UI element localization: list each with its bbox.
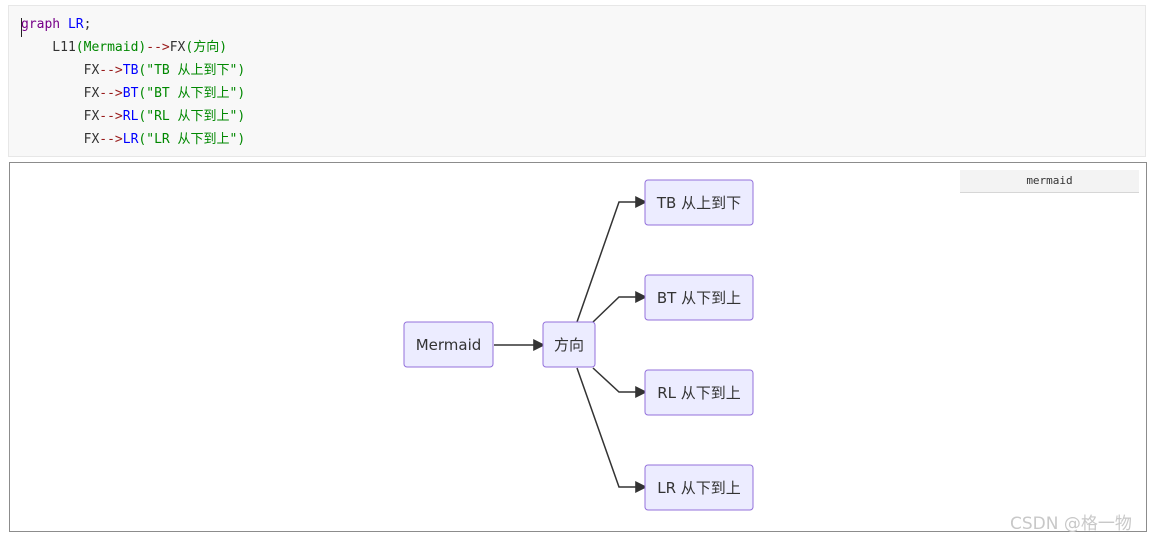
node-lr-label: LR 从下到上 [657,479,741,497]
code-token: BT [122,86,139,101]
code-token: FX [21,86,100,101]
code-token: ("BT 从下到上") [138,86,246,101]
csdn-watermark: CSDN @格一物 [1010,514,1132,534]
code-token: --> [99,132,123,147]
code-token: ("LR 从下到上") [138,132,246,147]
node-tb: TB 从上到下 [644,179,754,226]
code-token: LR [122,132,139,147]
node-fx-label: 方向 [554,336,584,354]
node-lr: LR 从下到上 [644,464,754,511]
code-line-3: FX-->TB("TB 从上到下") [21,60,246,82]
node-rl-label: RL 从下到上 [657,384,741,402]
node-bt-label: BT 从下到上 [657,289,741,307]
text-cursor [21,18,22,37]
code-token: FX [169,40,186,55]
mermaid-preview: mermaid Mermaid 方向 TB 从上到下 BT 从下到上 [9,162,1147,532]
code-line-4: FX-->BT("BT 从下到上") [21,83,246,105]
code-line-5: FX-->RL("RL 从下到上") [21,106,246,128]
node-fx: 方向 [542,321,596,368]
code-token: FX [21,63,100,78]
code-token: (Mermaid) [75,40,147,55]
code-token: (方向) [185,40,228,55]
code-line-1: graph LR; [21,14,91,36]
node-bt: BT 从下到上 [644,274,754,321]
code-token: --> [99,86,123,101]
code-token: ("TB 从上到下") [138,63,246,78]
flowchart-diagram: Mermaid 方向 TB 从上到下 BT 从下到上 RL 从下到上 LR 从下… [403,179,754,511]
code-token [60,17,68,32]
edge-fx-to-lr [576,367,648,493]
code-line-2: L11(Mermaid)-->FX(方向) [21,37,227,59]
code-token: RL [122,109,139,124]
edge-fx-to-rl [592,367,648,398]
code-token: --> [99,109,123,124]
code-token: graph [21,17,61,32]
code-token: FX [21,109,100,124]
code-token: ; [83,17,92,32]
node-mermaid-label: Mermaid [416,336,482,354]
code-token: --> [146,40,170,55]
code-token: LR [67,17,84,32]
code-token: FX [21,132,100,147]
code-token: L11 [21,40,76,55]
edge-fx-to-tb [576,196,648,323]
code-editor[interactable]: graph LR; L11(Mermaid)-->FX(方向) FX-->TB(… [8,5,1146,157]
code-line-6: FX-->LR("LR 从下到上") [21,129,246,151]
language-badge[interactable]: mermaid [960,170,1139,193]
node-rl: RL 从下到上 [644,369,754,416]
node-mermaid: Mermaid [403,321,494,368]
code-token: TB [122,63,139,78]
code-token: ("RL 从下到上") [138,109,246,124]
edge-fx-to-bt [592,291,648,323]
node-tb-label: TB 从上到下 [656,194,741,212]
code-token: --> [99,63,123,78]
